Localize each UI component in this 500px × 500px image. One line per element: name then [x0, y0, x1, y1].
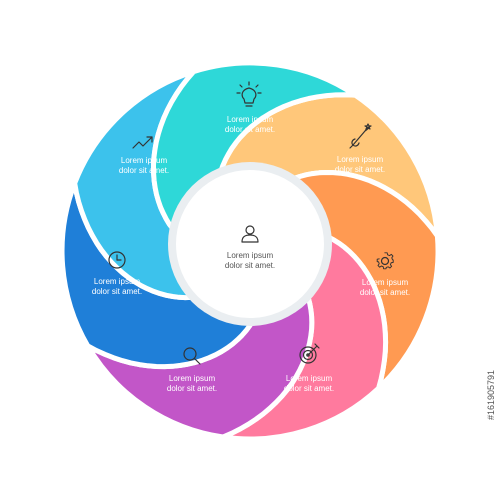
trend-up-icon	[132, 136, 153, 149]
segment-label-line2: dolor sit amet.	[92, 287, 142, 296]
search-icon	[183, 347, 201, 365]
segment-label-line2: dolor sit amet.	[225, 125, 275, 134]
center-label-line2: dolor sit amet.	[225, 261, 275, 270]
segment-label-line1: Lorem ipsum	[227, 115, 274, 124]
segment-label-line1: Lorem ipsum	[169, 374, 216, 383]
segment-label-line1: Lorem ipsum	[362, 278, 409, 287]
target-icon	[299, 343, 320, 364]
segment-label-line1: Lorem ipsum	[121, 156, 168, 165]
gear-icon	[376, 252, 394, 270]
center-circle: Lorem ipsum dolor sit amet.	[168, 162, 332, 326]
center-disc	[176, 170, 324, 318]
segment-label-line2: dolor sit amet.	[119, 166, 169, 175]
user-icon	[241, 225, 259, 243]
segment-label-line1: Lorem ipsum	[94, 277, 141, 286]
stock-id-watermark: #161905791	[486, 370, 496, 420]
segment-label-line1: Lorem ipsum	[337, 155, 384, 164]
clock-icon	[108, 251, 126, 269]
segment-label-line1: Lorem ipsum	[286, 374, 333, 383]
segment-label-line2: dolor sit amet.	[335, 165, 385, 174]
labels-layer: Lorem ipsum dolor sit amet. Lorem ipsum …	[92, 81, 410, 393]
segment-label-line2: dolor sit amet.	[284, 384, 334, 393]
lightbulb-icon	[236, 81, 262, 107]
segment-label-line2: dolor sit amet.	[360, 288, 410, 297]
segment-label-line2: dolor sit amet.	[167, 384, 217, 393]
center-label-line1: Lorem ipsum	[227, 251, 274, 260]
rocket-icon	[349, 123, 372, 149]
